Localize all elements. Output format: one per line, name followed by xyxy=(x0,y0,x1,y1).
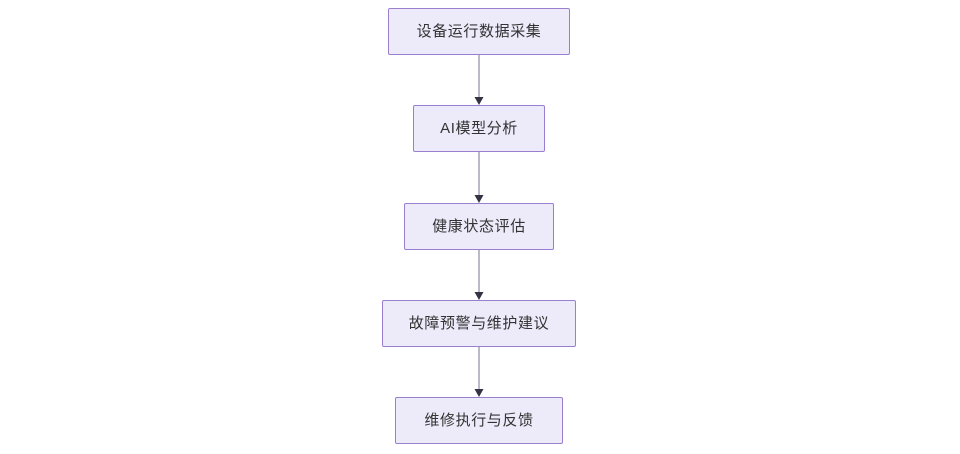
flowchart-node-ai-model-analysis[interactable]: AI模型分析 xyxy=(413,105,545,152)
edge-node2-to-node3 xyxy=(474,150,484,203)
node-label: 维修执行与反馈 xyxy=(424,412,534,429)
flowchart-node-repair-execution-feedback[interactable]: 维修执行与反馈 xyxy=(395,397,563,444)
edge-node3-to-node4 xyxy=(474,248,484,300)
node-label: 健康状态评估 xyxy=(432,218,526,235)
arrowhead-icon xyxy=(474,97,484,105)
node-label: 设备运行数据采集 xyxy=(416,23,542,40)
flowchart-node-health-assessment[interactable]: 健康状态评估 xyxy=(404,203,554,250)
node-label: AI模型分析 xyxy=(440,120,518,137)
arrowhead-icon xyxy=(474,195,484,203)
flowchart-node-fault-warning-maintenance-advice[interactable]: 故障预警与维护建议 xyxy=(382,300,576,347)
edge-node1-to-node2 xyxy=(474,53,484,105)
flowchart-node-data-collection[interactable]: 设备运行数据采集 xyxy=(388,8,570,55)
edge-node4-to-node5 xyxy=(474,345,484,397)
arrowhead-icon xyxy=(474,292,484,300)
arrowhead-icon xyxy=(474,389,484,397)
node-label: 故障预警与维护建议 xyxy=(408,315,550,332)
